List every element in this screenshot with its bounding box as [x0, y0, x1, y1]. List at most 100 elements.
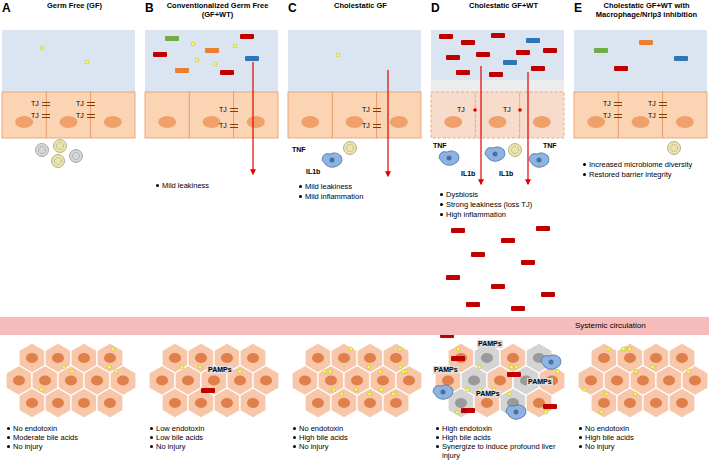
pamps-label: PAMPs	[207, 366, 233, 374]
cytokine-label: IL1b	[461, 170, 475, 178]
gut-panel: BConventionalized Germ Free (GF+WT)	[145, 0, 278, 92]
immune-cell	[54, 140, 67, 153]
macrophage-nucleus	[441, 390, 446, 395]
lumen	[431, 30, 564, 92]
bacterium	[491, 284, 505, 289]
bacterium	[456, 70, 470, 75]
tight-junction-label: TJ	[31, 100, 39, 108]
tight-junction	[373, 108, 381, 109]
bacterium	[439, 34, 453, 39]
bacterium	[446, 55, 460, 60]
cell-nucleus	[158, 116, 176, 128]
mucus-layer	[431, 80, 564, 92]
hepatocyte-nucleus	[364, 398, 376, 408]
bullet-text: High bile acids	[292, 433, 420, 442]
bacterium	[507, 372, 521, 377]
immune-cell-nucleus	[671, 145, 678, 152]
hepatocyte-nucleus	[403, 376, 415, 386]
epithelial-cell	[618, 92, 662, 138]
cell-nucleus	[489, 116, 507, 128]
cell-nucleus	[60, 116, 78, 128]
hepatocyte-nucleus	[325, 376, 337, 386]
immune-cell-nucleus	[512, 147, 519, 154]
tight-junction-label: TJ	[76, 112, 84, 120]
panel-title: Conventionalized Germ Free (GF+WT)	[157, 2, 278, 19]
cell-nucleus	[444, 116, 462, 128]
tight-junction	[659, 105, 667, 106]
gut-panel: CCholestatic GF	[288, 0, 421, 92]
hepatocyte	[474, 388, 500, 418]
bile-acid	[340, 392, 344, 396]
bacterium	[471, 252, 485, 257]
bile-acid	[606, 347, 610, 351]
bile-acid	[336, 53, 340, 57]
tight-junction	[614, 114, 622, 115]
bile-acid	[507, 392, 511, 396]
bile-acid	[514, 365, 518, 369]
macrophage-nucleus	[493, 152, 498, 157]
bacterium	[614, 66, 628, 71]
immune-cell	[509, 144, 522, 157]
cell-nucleus	[390, 116, 408, 128]
bile-acid	[191, 42, 195, 46]
hepatocyte-nucleus	[117, 376, 129, 386]
epithelial-cell	[91, 92, 135, 138]
hepatocyte	[214, 388, 240, 418]
bacterium	[451, 228, 465, 233]
tight-junction-label: TJ	[76, 100, 84, 108]
bile-acid	[107, 365, 111, 369]
tight-junction	[614, 102, 622, 103]
hepatocyte-nucleus	[507, 353, 519, 363]
bile-acid	[398, 347, 402, 351]
tight-junction-label: TJ	[362, 106, 370, 114]
bacterium	[531, 66, 545, 71]
bacterium	[543, 404, 557, 409]
tight-junction-label: TJ	[503, 106, 511, 114]
hepatocyte-nucleus	[481, 353, 493, 363]
pamps-label: PAMPs	[527, 378, 553, 386]
hepatocyte	[45, 388, 71, 418]
bile-acid	[456, 347, 460, 351]
bacterium	[461, 408, 475, 413]
pamps-label: PAMPs	[433, 366, 459, 374]
leak-arrow	[252, 62, 253, 174]
band-label: Systemic circulation	[575, 317, 646, 335]
tight-junction	[659, 117, 667, 118]
cell-nucleus	[104, 116, 122, 128]
bile-acid	[477, 365, 481, 369]
cytokine-label: TNF	[433, 142, 447, 150]
macrophage-nucleus	[549, 360, 554, 365]
hepatocyte-nucleus	[260, 376, 272, 386]
bacterium	[503, 60, 517, 65]
bacterium	[511, 306, 525, 311]
hepatocyte-nucleus	[221, 353, 233, 363]
bullet-text: High bile acids	[578, 433, 706, 442]
tight-junction	[87, 117, 95, 118]
hepatocyte-nucleus	[585, 376, 597, 386]
cytokine-label: IL1b	[499, 170, 513, 178]
hepatocyte-nucleus	[312, 353, 324, 363]
epithelial-cell	[377, 92, 421, 138]
macrophage-nucleus	[447, 156, 452, 161]
hepatocyte-nucleus	[676, 398, 688, 408]
macrophage	[541, 355, 561, 369]
bacterium	[446, 275, 460, 280]
hepatocyte-nucleus	[364, 353, 376, 363]
bile-acid	[195, 58, 199, 62]
tight-junction	[230, 124, 238, 125]
bile-acid	[634, 370, 638, 374]
bullet-text: Strong leakiness (loss TJ)	[439, 200, 563, 209]
bullet-text: Low bile acids	[149, 433, 277, 442]
epithelial-cell	[46, 92, 90, 138]
bacterium	[501, 238, 515, 243]
panel-title: Cholestatic GF	[300, 2, 421, 11]
tight-junction	[614, 105, 622, 106]
tight-junction	[614, 117, 622, 118]
bile-acid	[380, 388, 384, 392]
bacterium	[466, 302, 480, 307]
hepatocyte-nucleus	[468, 376, 480, 386]
tight-junction	[373, 111, 381, 112]
bile-acid	[70, 370, 74, 374]
